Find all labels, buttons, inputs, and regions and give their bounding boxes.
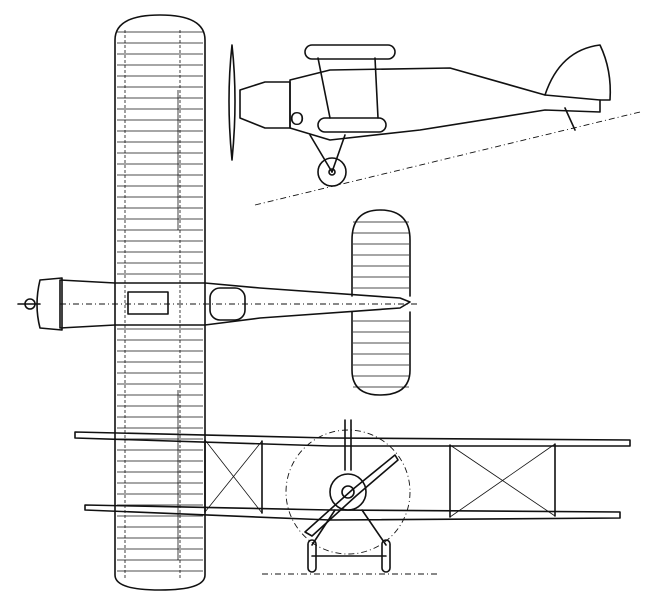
- interplane-strut-rear: [374, 57, 379, 119]
- cockpit-rear: [209, 287, 246, 321]
- engine-front: [329, 473, 367, 511]
- front-view: [74, 419, 631, 575]
- tailplane-upper: [351, 209, 411, 297]
- lower-wing-front: [84, 504, 621, 521]
- upper-wing-front: [74, 431, 631, 447]
- cockpit-front: [127, 291, 169, 315]
- propeller-blades-front: [304, 454, 399, 537]
- wing-ribs: [117, 31, 203, 572]
- fuselage-side-outline: [289, 67, 601, 141]
- spinner-front: [341, 485, 355, 499]
- engine-side: [239, 81, 291, 129]
- tailplane-ribs: [353, 221, 409, 388]
- lower-wing-side: [317, 117, 387, 133]
- wheel-side: [317, 157, 347, 187]
- side-view: O: [228, 44, 641, 206]
- ground-line: [254, 111, 641, 206]
- tailplane-lower: [351, 311, 411, 396]
- tail-skid: [564, 107, 576, 131]
- undercarriage-strut: [309, 134, 333, 173]
- fuselage-marking: O: [290, 109, 304, 129]
- bracing-wires-right: [449, 443, 556, 518]
- propeller-side: [228, 44, 236, 161]
- fin-rudder: [544, 44, 612, 101]
- fin-front: [344, 419, 352, 471]
- engine-plan: [36, 277, 63, 331]
- bracing-wires-left: [204, 439, 263, 514]
- upper-wing-side: [304, 44, 396, 60]
- plan-view: [17, 14, 420, 591]
- top-wing-outline: [114, 14, 206, 591]
- fuselage-plan-outline: [59, 279, 411, 329]
- interplane-strut-front: [317, 57, 331, 119]
- undercarriage-front: [311, 509, 387, 557]
- wheel-hub-side: [328, 168, 336, 176]
- undercarriage-leg: [331, 134, 346, 173]
- propeller-disc: [285, 429, 411, 555]
